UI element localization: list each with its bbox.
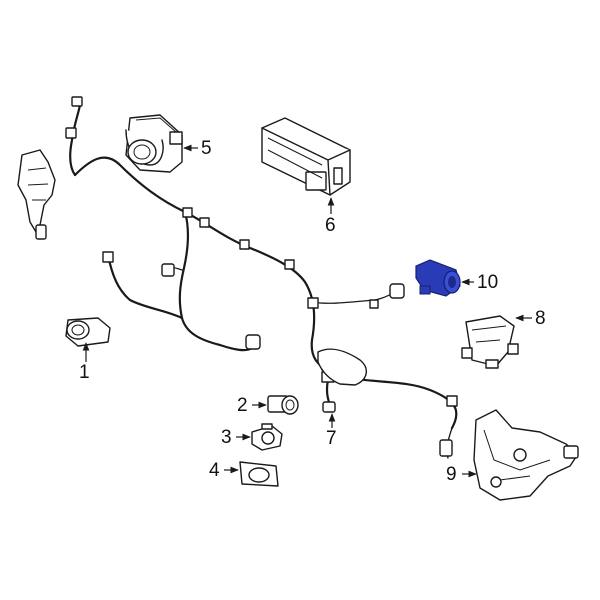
callout-8: 8 <box>535 308 546 329</box>
callout-7: 7 <box>326 428 337 449</box>
callout-6: 6 <box>325 215 336 236</box>
part-8-sensor-module <box>461 315 519 369</box>
part-6-control-module <box>261 117 351 196</box>
part-2-sensor <box>267 395 299 415</box>
part-5-camera-module <box>125 114 183 173</box>
part-3-sensor <box>251 423 283 451</box>
part-9-mounting-bracket <box>473 409 579 501</box>
callout-5: 5 <box>201 138 212 159</box>
part-4-sensor-bracket <box>239 461 279 487</box>
callout-1: 1 <box>79 362 90 383</box>
callout-9: 9 <box>446 464 457 485</box>
wiring-harness <box>17 96 458 459</box>
callout-4: 4 <box>209 460 220 481</box>
callout-2: 2 <box>237 395 248 416</box>
callout-3: 3 <box>221 427 232 448</box>
part-10-parking-sensor-highlighted <box>415 259 461 297</box>
part-1-parking-sensor <box>65 317 111 347</box>
callout-10: 10 <box>477 272 498 293</box>
